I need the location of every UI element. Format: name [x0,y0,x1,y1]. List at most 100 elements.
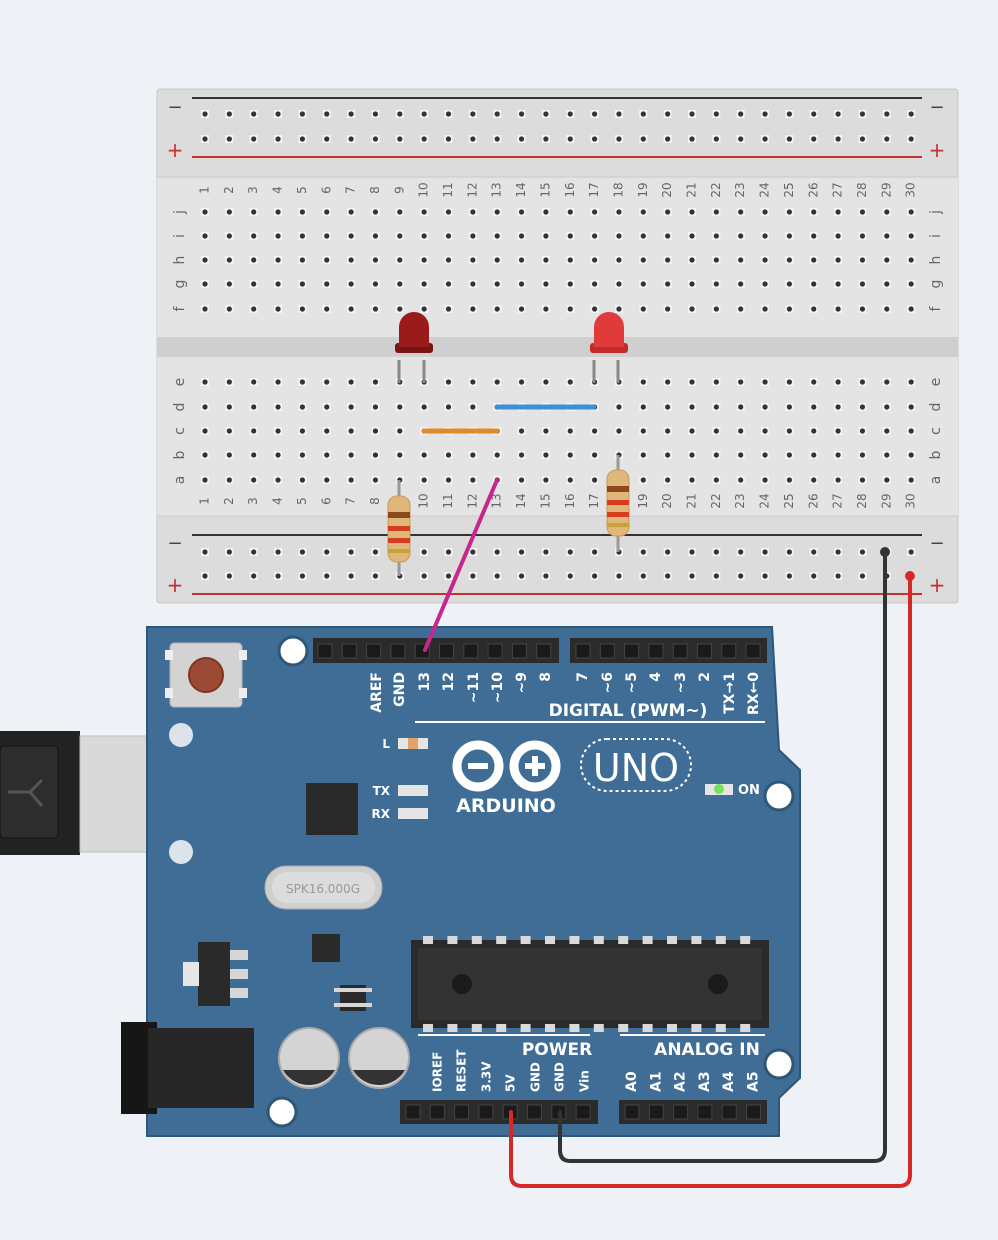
power-pin-label: IOREF [431,1052,445,1092]
terminal-hole-center [665,209,671,215]
header-socket[interactable] [454,1104,470,1120]
header-socket[interactable] [366,643,382,659]
digital-pin-label: ~6 [600,672,616,693]
header-socket[interactable] [648,643,664,659]
column-number: 24 [758,493,772,508]
terminal-hole-center [592,233,598,239]
led-rx-label: RX [372,807,391,821]
mounting-hole-right-bottom [763,1048,795,1080]
terminal-hole-center [543,281,549,287]
header-socket[interactable] [439,643,454,659]
bottom-header-sockets[interactable] [405,1104,761,1120]
header-socket[interactable] [721,643,737,659]
rail-hole-center [689,573,695,579]
reset-button-cap[interactable] [188,657,224,693]
header-socket[interactable] [599,643,615,659]
rail-hole-center [835,573,841,579]
header-socket[interactable] [511,643,527,659]
chip-leg [593,936,604,944]
header-socket[interactable] [721,1104,737,1120]
header-socket[interactable] [672,643,688,659]
terminal-hole-center [859,233,866,239]
header-socket[interactable] [697,1104,713,1120]
rail-hole-center [811,136,817,142]
terminal-hole-center [592,477,598,483]
wire-5v[interactable] [509,574,912,1188]
header-socket[interactable] [624,1104,640,1120]
rail-hole-center [226,549,232,555]
reset-button-leg [239,688,247,698]
power-header[interactable] [400,1100,598,1124]
terminal-hole-center [908,428,914,434]
rail-hole-center [859,111,866,117]
breadboard[interactable]: − − + + − − + + 112233445566778899101011… [156,88,959,604]
rail-hole-center [543,573,549,579]
header-socket[interactable] [390,643,406,659]
digital-header-sockets[interactable] [317,643,761,659]
header-socket[interactable] [429,1104,445,1120]
column-number: 15 [538,493,552,508]
terminal-hole-center [811,452,817,458]
terminal-hole-center [251,306,257,312]
terminal-hole-center [275,477,281,483]
header-socket[interactable] [746,1104,761,1120]
led-tx-label: TX [373,784,391,798]
usb-symbol-icon [8,778,44,807]
rail-hole-center [324,111,330,117]
header-socket[interactable] [536,643,552,659]
header-socket[interactable] [673,1104,689,1120]
rail-hole-center [299,549,305,555]
row-letter: f [172,305,188,311]
terminal-hole-center [202,233,208,239]
header-socket[interactable] [575,643,591,659]
terminal-hole-center [275,404,281,410]
header-socket[interactable] [341,643,357,659]
dc-barrel-jack[interactable] [148,1028,254,1108]
terminal-hole-center [567,281,573,287]
header-socket[interactable] [745,643,761,659]
header-socket[interactable] [487,643,503,659]
analog-header[interactable] [619,1100,767,1124]
header-socket[interactable] [478,1104,494,1120]
digital-header-right[interactable] [570,638,767,663]
header-socket[interactable] [527,1104,542,1120]
rail-hole-center [786,136,793,142]
terminal-hole-center [713,379,719,385]
terminal-hole-center [202,209,208,215]
terminal-hole-center [738,477,744,483]
terminal-hole-center [567,257,573,263]
wire-pin13-to-breadboard[interactable] [423,478,499,652]
rail-hole-center [202,136,208,142]
terminal-hole-center [859,477,866,483]
header-socket[interactable] [697,643,712,659]
terminal-hole-center [665,257,671,263]
row-letter: d [928,403,944,412]
header-socket[interactable] [575,1104,591,1120]
terminal-hole-center [372,233,379,239]
terminal-hole-center [811,477,817,483]
header-socket[interactable] [405,1104,421,1120]
terminal-hole-center [665,477,671,483]
header-socket[interactable] [317,643,333,659]
header-socket[interactable] [463,643,479,659]
terminal-hole-center [397,452,403,458]
terminal-hole-center [348,452,354,458]
led-left[interactable] [395,312,433,383]
header-socket[interactable] [648,1104,664,1120]
resistor-right[interactable] [606,455,630,552]
terminal-hole-center [543,428,549,434]
wire-gnd[interactable] [558,550,887,1163]
resistor-left[interactable] [387,480,411,576]
terminal-hole-center [299,452,305,458]
reset-button[interactable] [165,642,247,708]
terminal-hole-center [543,306,549,312]
column-number: 29 [879,493,893,508]
mounting-hole-right-top [763,780,795,812]
header-socket[interactable] [624,643,640,659]
column-number: 4 [271,497,285,505]
led-right[interactable] [590,312,628,383]
breadboard-holes[interactable] [201,110,916,580]
terminal-hole-center [689,477,695,483]
